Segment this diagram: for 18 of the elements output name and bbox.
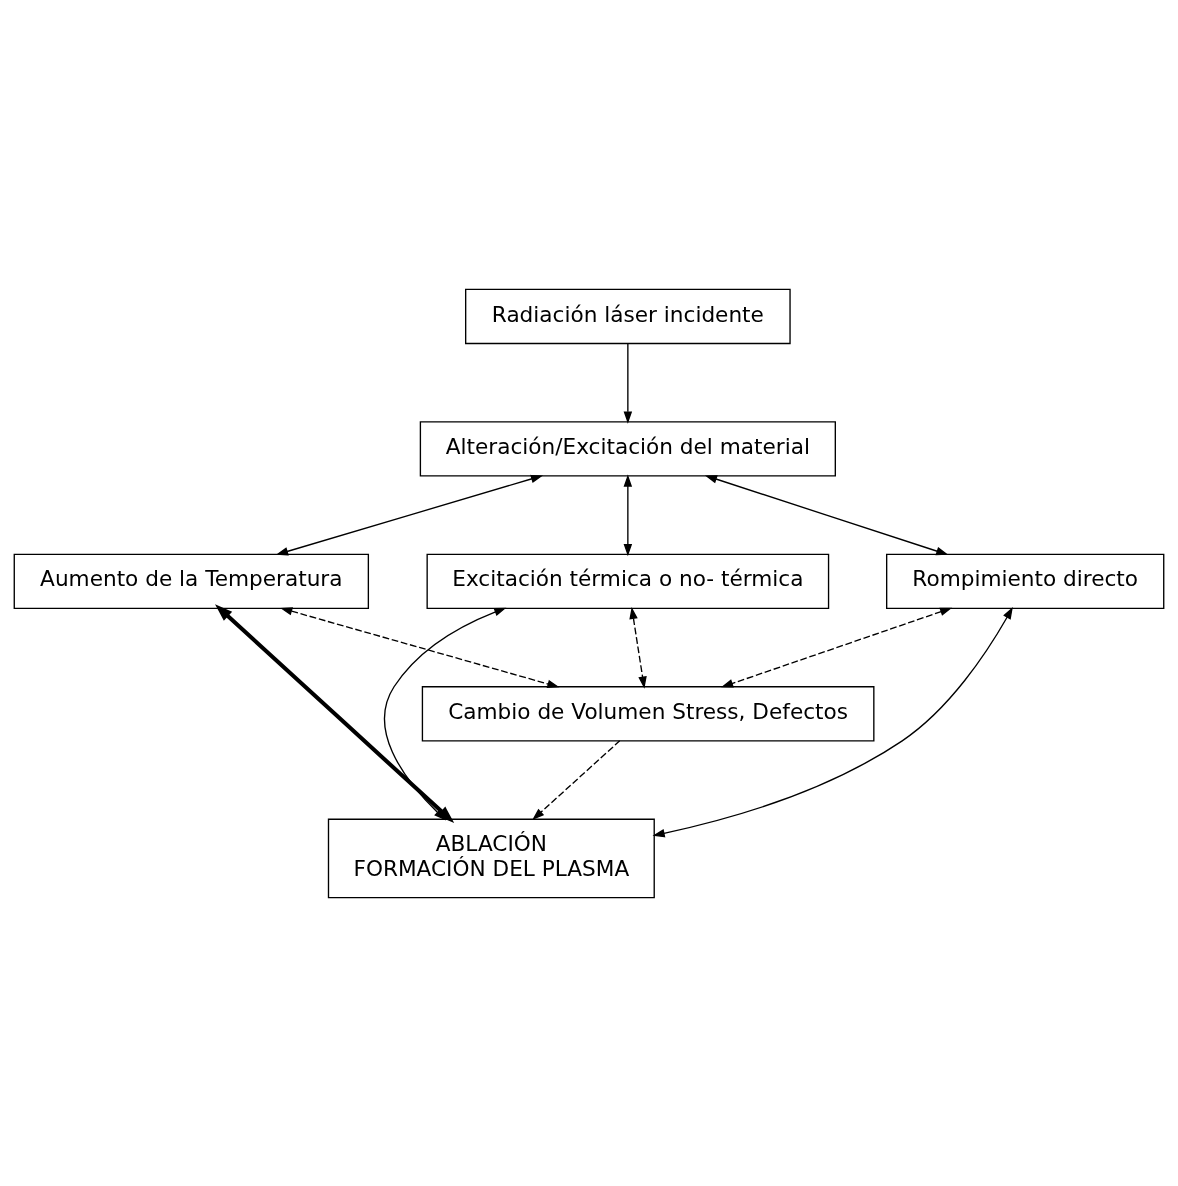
arrow: [704, 474, 949, 555]
arrow: [383, 607, 507, 821]
arrow: [652, 606, 1013, 837]
arrow: [629, 606, 647, 689]
arrow: [275, 474, 544, 555]
node-box: Aumento de la Temperatura: [13, 553, 370, 609]
node-box: Cambio de Volumen Stress, Defectos: [421, 685, 875, 741]
node-box: Alteración/Excitación del material: [419, 420, 836, 477]
node-box: ABLACIÓN FORMACIÓN DEL PLASMA: [327, 818, 655, 898]
node-box: Excitación térmica o no- térmica: [426, 553, 830, 609]
arrow: [215, 603, 455, 823]
node-box: Rompimiento directo: [886, 553, 1165, 609]
arrow: [623, 473, 633, 556]
arrow: [532, 739, 621, 820]
arrow: [721, 607, 953, 687]
node-box: Radiación láser incidente: [465, 288, 791, 344]
arrow: [280, 606, 560, 688]
arrow: [623, 342, 633, 424]
